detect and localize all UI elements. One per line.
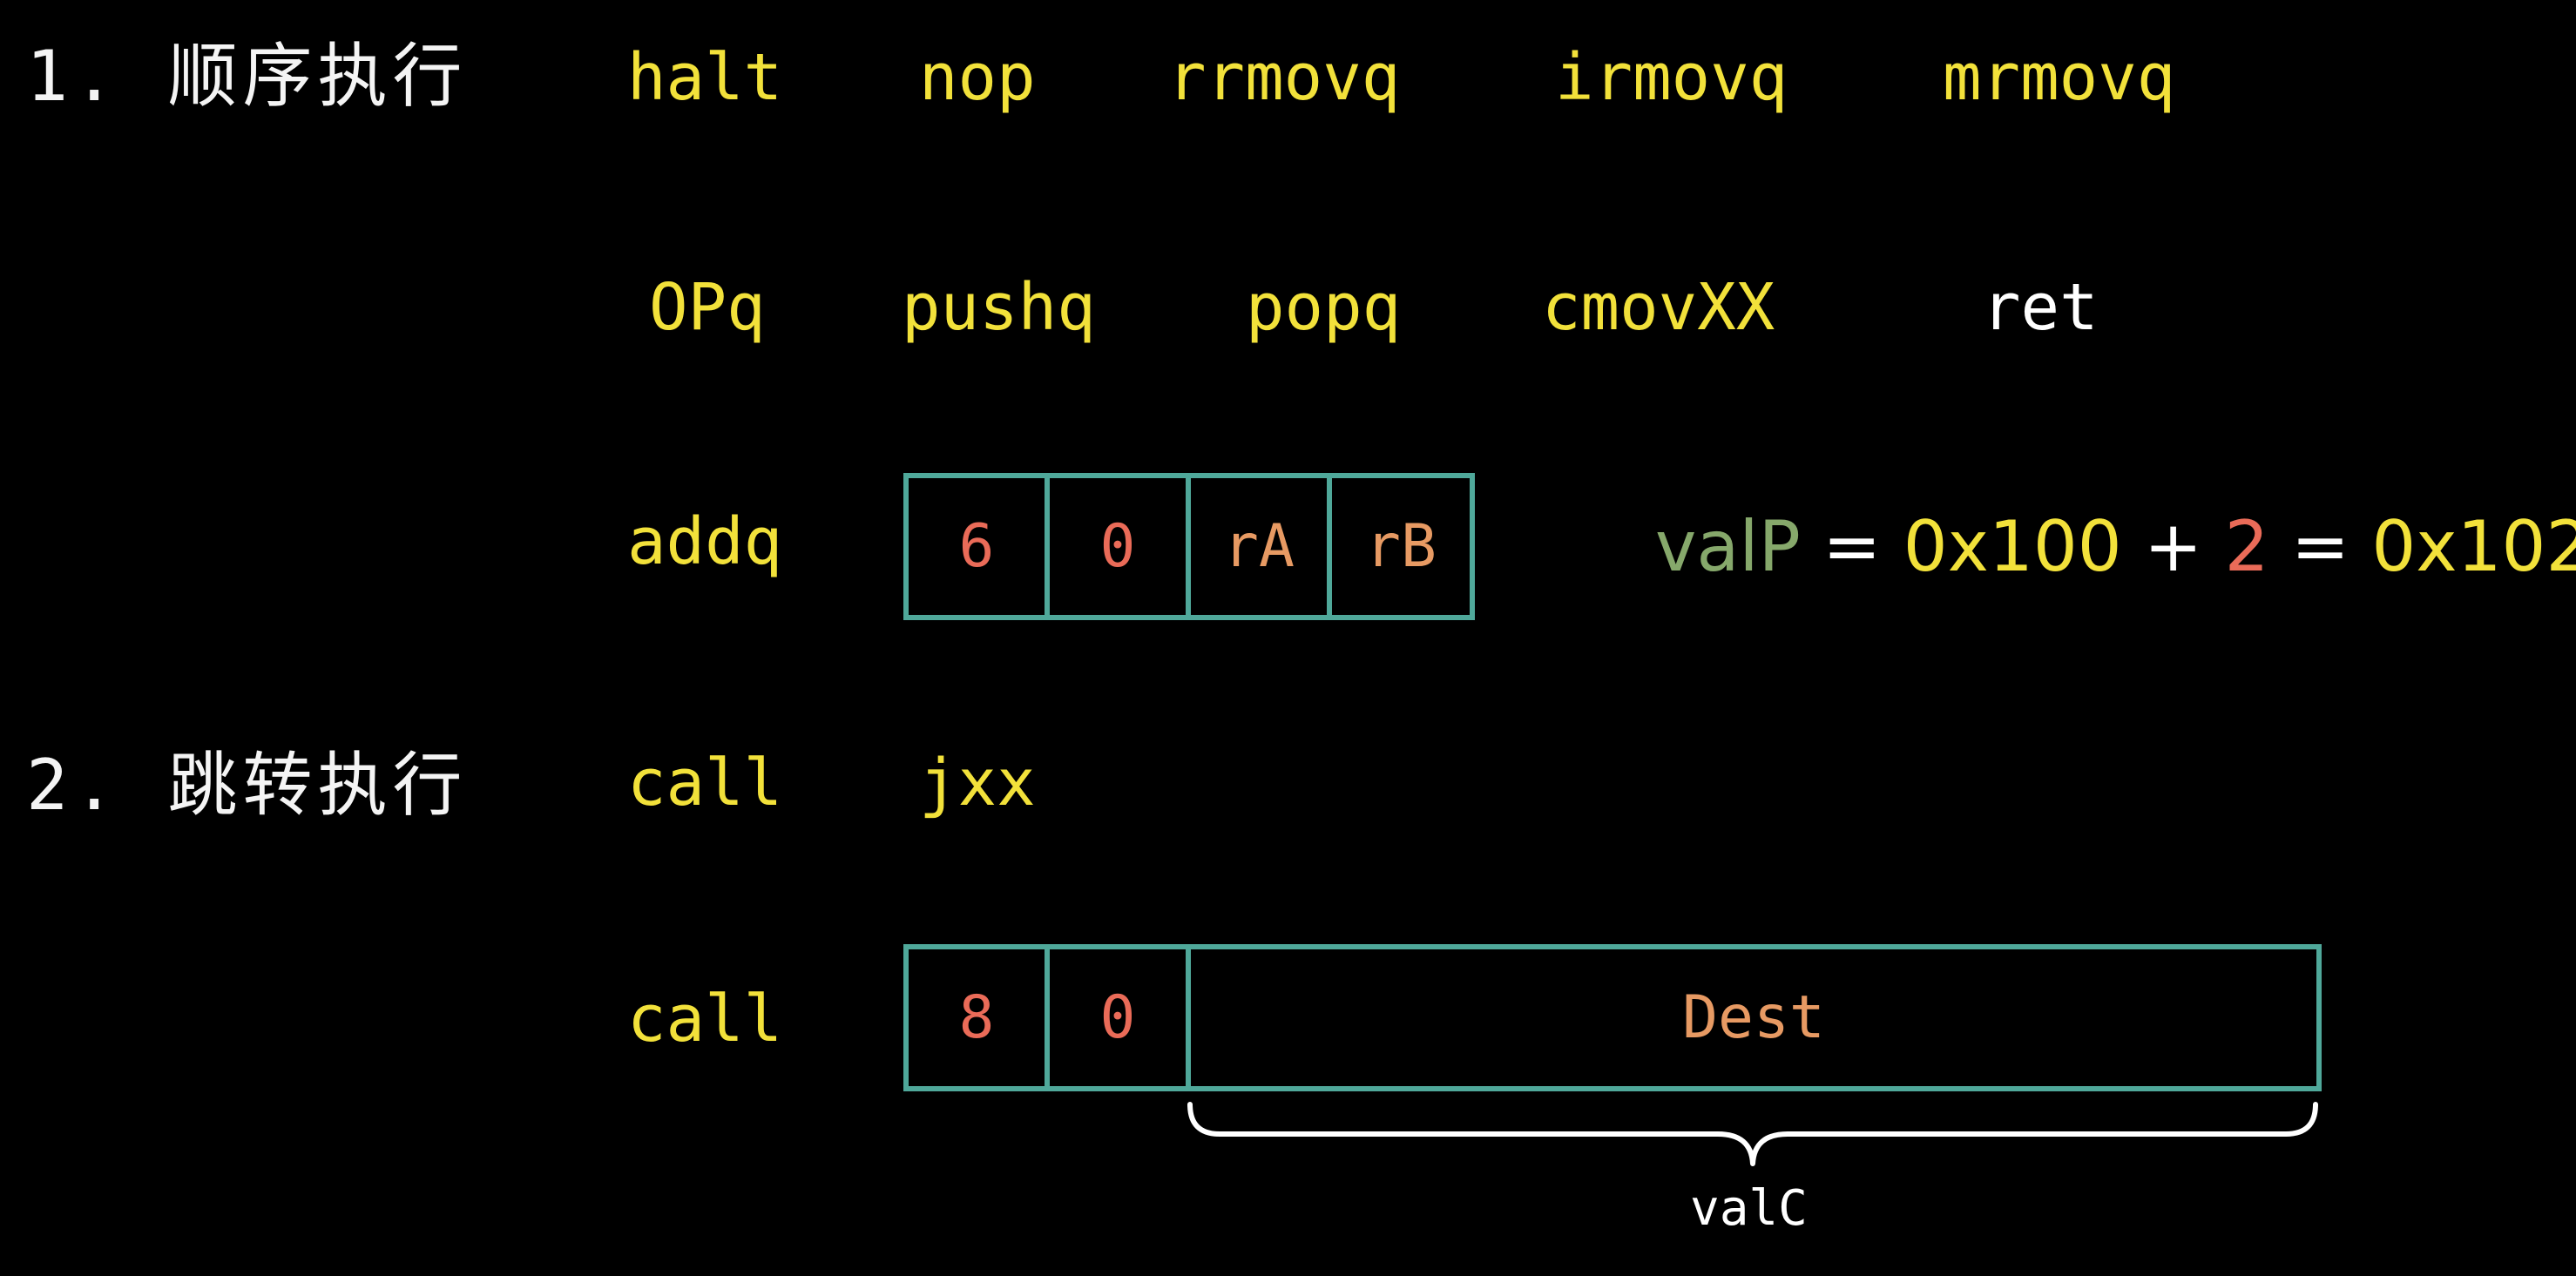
equals-sign: = — [1822, 506, 1882, 587]
instr-pushq: pushq — [902, 270, 1096, 345]
call-dest-cell: Dest — [1682, 983, 1825, 1052]
call-icode-cell: 8 — [909, 949, 1050, 1086]
plus-sign: + — [2144, 506, 2203, 587]
instr-opq: OPq — [649, 270, 766, 345]
call-ifun-cell: 0 — [1050, 949, 1191, 1086]
addq-icode-cell: 6 — [909, 478, 1050, 615]
increment: 2 — [2224, 506, 2269, 587]
instr-halt: halt — [627, 40, 783, 115]
valp-label: valP — [1655, 506, 1801, 587]
result-address: 0x102 — [2371, 506, 2576, 587]
addq-rb-cell: rB — [1365, 512, 1437, 581]
equals-sign: = — [2290, 506, 2350, 587]
instr-cmovxx: cmovXX — [1542, 270, 1775, 345]
instr-jxx: jxx — [919, 746, 1036, 820]
valc-label: valC — [1690, 1180, 1808, 1237]
base-address: 0x100 — [1903, 506, 2122, 587]
addq-ifun-cell: 0 — [1050, 478, 1191, 615]
call-label: call — [627, 982, 783, 1057]
addq-encoding-box: 6 0 rA rB — [903, 473, 1475, 620]
section1-heading: 1. 顺序执行 — [26, 36, 468, 117]
instr-mrmovq: mrmovq — [1943, 40, 2176, 115]
addq-label: addq — [627, 504, 783, 579]
instr-nop: nop — [919, 40, 1036, 115]
call-encoding-box: 8 0 Dest — [903, 944, 2322, 1091]
instr-ret: ret — [1982, 270, 2099, 345]
brace-icon — [1187, 1102, 2318, 1166]
section2-heading: 2. 跳转执行 — [26, 745, 468, 826]
instr-rrmovq: rrmovq — [1167, 40, 1401, 115]
addq-ra-cell: rA — [1191, 478, 1332, 615]
instr-popq: popq — [1246, 270, 1402, 345]
instr-irmovq: irmovq — [1555, 40, 1788, 115]
valp-equation: valP = 0x100 + 2 = 0x102 — [1655, 512, 2576, 582]
instr-call: call — [627, 746, 783, 820]
